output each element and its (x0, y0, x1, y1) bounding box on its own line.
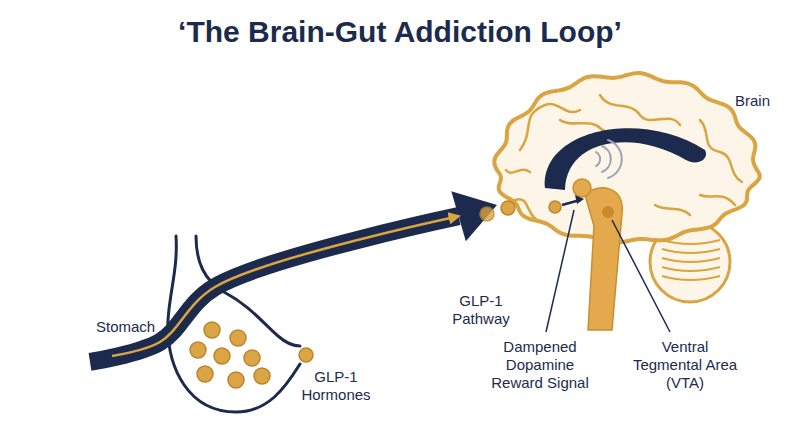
arrow-body (90, 216, 459, 362)
hormone-dots (190, 322, 270, 388)
hormone-label: GLP-1 Hormones (296, 368, 376, 404)
signal-label: Dampened Dopamine Reward Signal (485, 338, 595, 392)
edge-label: GLP-1 Pathway (436, 292, 526, 328)
brain-organ: Brain (497, 75, 757, 265)
pathway-arrow (90, 191, 497, 362)
diagram-title: ‘The Brain-Gut Addiction Loop’ (0, 14, 800, 50)
organ-label: Brain (735, 92, 770, 110)
brain-drawing (494, 73, 759, 332)
arrow-inner-line (112, 216, 459, 356)
organ-label: Stomach (96, 318, 155, 336)
stomach-organ: Stomach (90, 232, 300, 422)
region-label: Ventral Tegmental Area (VTA) (630, 338, 740, 392)
